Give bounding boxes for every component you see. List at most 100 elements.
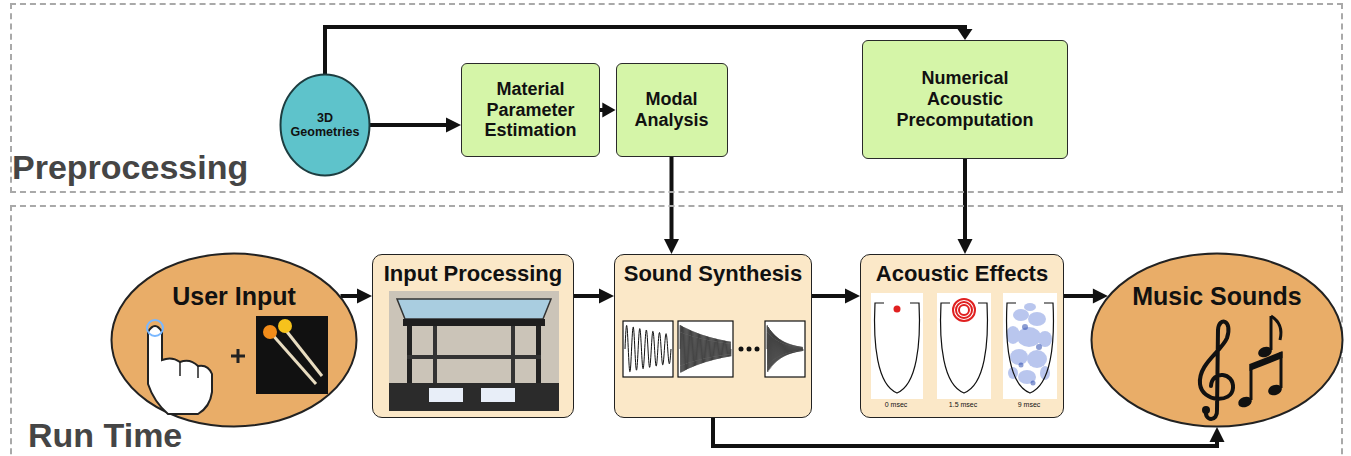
text-holder: Run Time <box>28 418 182 452</box>
mallet-photo <box>256 316 328 394</box>
text-holder: 3D Geometries <box>283 111 367 140</box>
illustration-part <box>765 321 805 377</box>
hand-icon <box>147 320 212 414</box>
illustration-part <box>180 362 198 378</box>
illustration-part <box>148 326 212 414</box>
arrow-head <box>1210 427 1225 442</box>
connector-arrow <box>341 289 373 304</box>
illustration-part <box>680 325 731 372</box>
stage-region: Preprocessing 3D Geometries Material Param… <box>10 3 1343 193</box>
illustration-part <box>871 293 923 399</box>
arrow-head <box>845 289 860 304</box>
connector-arrow <box>600 103 616 118</box>
illustration-part <box>1024 303 1036 311</box>
node-label: Sound Synthesis <box>615 261 811 286</box>
illustration-part <box>956 302 972 318</box>
illustration-part <box>747 347 752 352</box>
node-label: Input Processing <box>373 261 573 286</box>
node-label: User Input <box>110 282 358 311</box>
illustration-part <box>407 355 541 359</box>
region-label: Run Time <box>28 418 182 452</box>
text-holder: Sound Synthesis <box>615 261 811 286</box>
illustration-part <box>403 319 545 326</box>
illustration-part <box>481 388 515 402</box>
connector-arrow <box>370 118 461 133</box>
illustration-part <box>1019 324 1043 386</box>
node-label: Numerical Acoustic Precomputation <box>885 68 1045 130</box>
illustration-part <box>284 328 322 376</box>
illustration-part <box>1250 351 1283 371</box>
arrow-head <box>958 239 973 254</box>
ellipse-node: Music Sounds <box>1090 252 1344 428</box>
illustration-part <box>397 299 551 319</box>
eighth-note <box>1257 316 1281 359</box>
process-box: Modal Analysis <box>616 63 728 157</box>
connector-line <box>370 123 447 127</box>
plus-sign <box>231 349 245 363</box>
connector-line <box>1064 294 1094 298</box>
illustration-part <box>1022 324 1028 330</box>
node-label: 3D Geometries <box>283 111 367 140</box>
stage-box: Sound Synthesis <box>614 254 812 418</box>
illustration-part <box>429 388 463 402</box>
connector-line <box>670 157 674 240</box>
arrow-head <box>357 289 372 304</box>
stage-region: Run Time User Input Input Processing <box>10 205 1343 456</box>
connector-arrow <box>1064 289 1108 304</box>
connector-arrow <box>713 418 1225 446</box>
illustration-part <box>953 299 975 321</box>
text-holder: Music Sounds <box>1090 282 1344 311</box>
process-box: Material Parameter Estimation <box>461 63 600 157</box>
arrow-head <box>958 29 973 40</box>
ellipse-shape <box>1092 254 1343 427</box>
illustration-part <box>953 299 975 321</box>
illustration-part <box>875 303 920 393</box>
illustration-part <box>767 325 803 371</box>
illustration-part <box>894 306 901 313</box>
arrow-head <box>602 103 615 118</box>
illustration-part <box>1200 322 1233 419</box>
illustration-part <box>1010 349 1028 365</box>
stage-box: Input Processing <box>372 254 574 418</box>
text-holder: Preprocessing <box>12 150 248 184</box>
illustration-part <box>1270 316 1273 350</box>
illustration-part <box>1017 327 1041 347</box>
illustration-part <box>256 316 328 394</box>
illustration-part <box>1031 381 1036 386</box>
illustration-part <box>278 319 292 333</box>
illustration-part <box>1007 303 1054 393</box>
ellipse-node: 3D Geometries <box>279 73 371 177</box>
arrow-head <box>446 118 461 133</box>
illustration-part <box>1019 363 1024 368</box>
connector-arrow <box>574 289 614 304</box>
illustration-part <box>1028 312 1046 326</box>
arrow-head <box>664 239 679 254</box>
illustration-part <box>389 291 559 411</box>
treble-clef <box>1200 322 1233 419</box>
illustration-part <box>1003 293 1057 399</box>
text-holder: User Input <box>110 282 358 311</box>
text-holder: Modal Analysis <box>622 89 722 130</box>
illustration-part <box>147 320 163 336</box>
text-holder: Input Processing <box>373 261 573 286</box>
ellipse-shape <box>112 254 357 427</box>
connector-line <box>963 159 967 240</box>
node-label: Modal Analysis <box>622 89 722 130</box>
illustration-part <box>1027 350 1047 368</box>
arrow-head <box>599 289 614 304</box>
text-holder: Material Parameter Estimation <box>467 79 594 141</box>
illustration-part <box>389 383 559 411</box>
illustration-part <box>1013 309 1029 321</box>
text-holder: Acoustic Effects <box>861 261 1063 286</box>
illustration-part <box>959 305 969 315</box>
node-label: Acoustic Effects <box>861 261 1063 286</box>
illustration-part <box>739 347 744 352</box>
illustration-part <box>678 321 733 377</box>
music-symbols <box>1090 252 1344 428</box>
illustration-part <box>263 325 277 339</box>
process-box: Numerical Acoustic Precomputation <box>862 40 1068 159</box>
ellipse-node: User Input <box>110 252 358 428</box>
illustration-part <box>231 349 245 363</box>
connector-line <box>713 418 1217 446</box>
